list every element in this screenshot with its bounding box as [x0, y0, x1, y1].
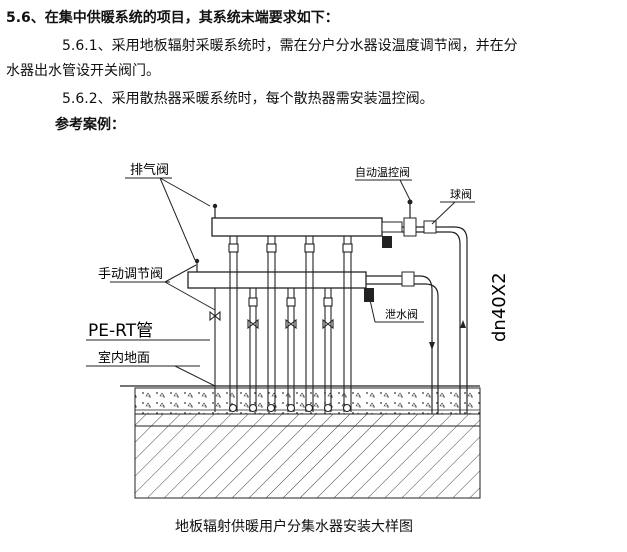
label-ball-valve: 球阀 — [450, 187, 472, 201]
flow-arrows — [429, 320, 466, 350]
label-manual-valve: 手动调节阀 — [98, 267, 163, 282]
paragraph-5-6-1-line1: 5.6.1、采用地板辐射采暖系统时，需在分户分水器设温度调节阀，并在分 — [62, 38, 518, 54]
paragraph-5-6-2: 5.6.2、采用散热器采暖系统时，每个散热器需安装温控阀。 — [62, 91, 434, 107]
floor-slab — [120, 385, 481, 499]
reference-label: 参考案例： — [55, 117, 125, 133]
label-indoor-floor: 室内地面 — [98, 350, 150, 366]
label-pipe-type: PE-RT管 — [88, 321, 153, 341]
label-exhaust-valve: 排气阀 — [130, 162, 169, 178]
upper-manifold — [211, 199, 468, 414]
label-pipe-size: dn40X2 — [489, 272, 510, 342]
lower-manifold — [187, 258, 439, 414]
paragraph-5-6-1-line2: 水器出水管设开关阀门。 — [6, 63, 160, 79]
label-auto-temp-valve: 自动温控阀 — [355, 165, 410, 179]
label-drain-valve: 泄水阀 — [385, 307, 418, 321]
pipe-risers — [209, 236, 353, 413]
leader-lines — [86, 177, 475, 387]
section-heading: 5.6、在集中供暖系统的项目，其系统末端要求如下： — [6, 10, 339, 26]
figure-caption: 地板辐射供暖用户分集水器安装大样图 — [175, 519, 413, 535]
